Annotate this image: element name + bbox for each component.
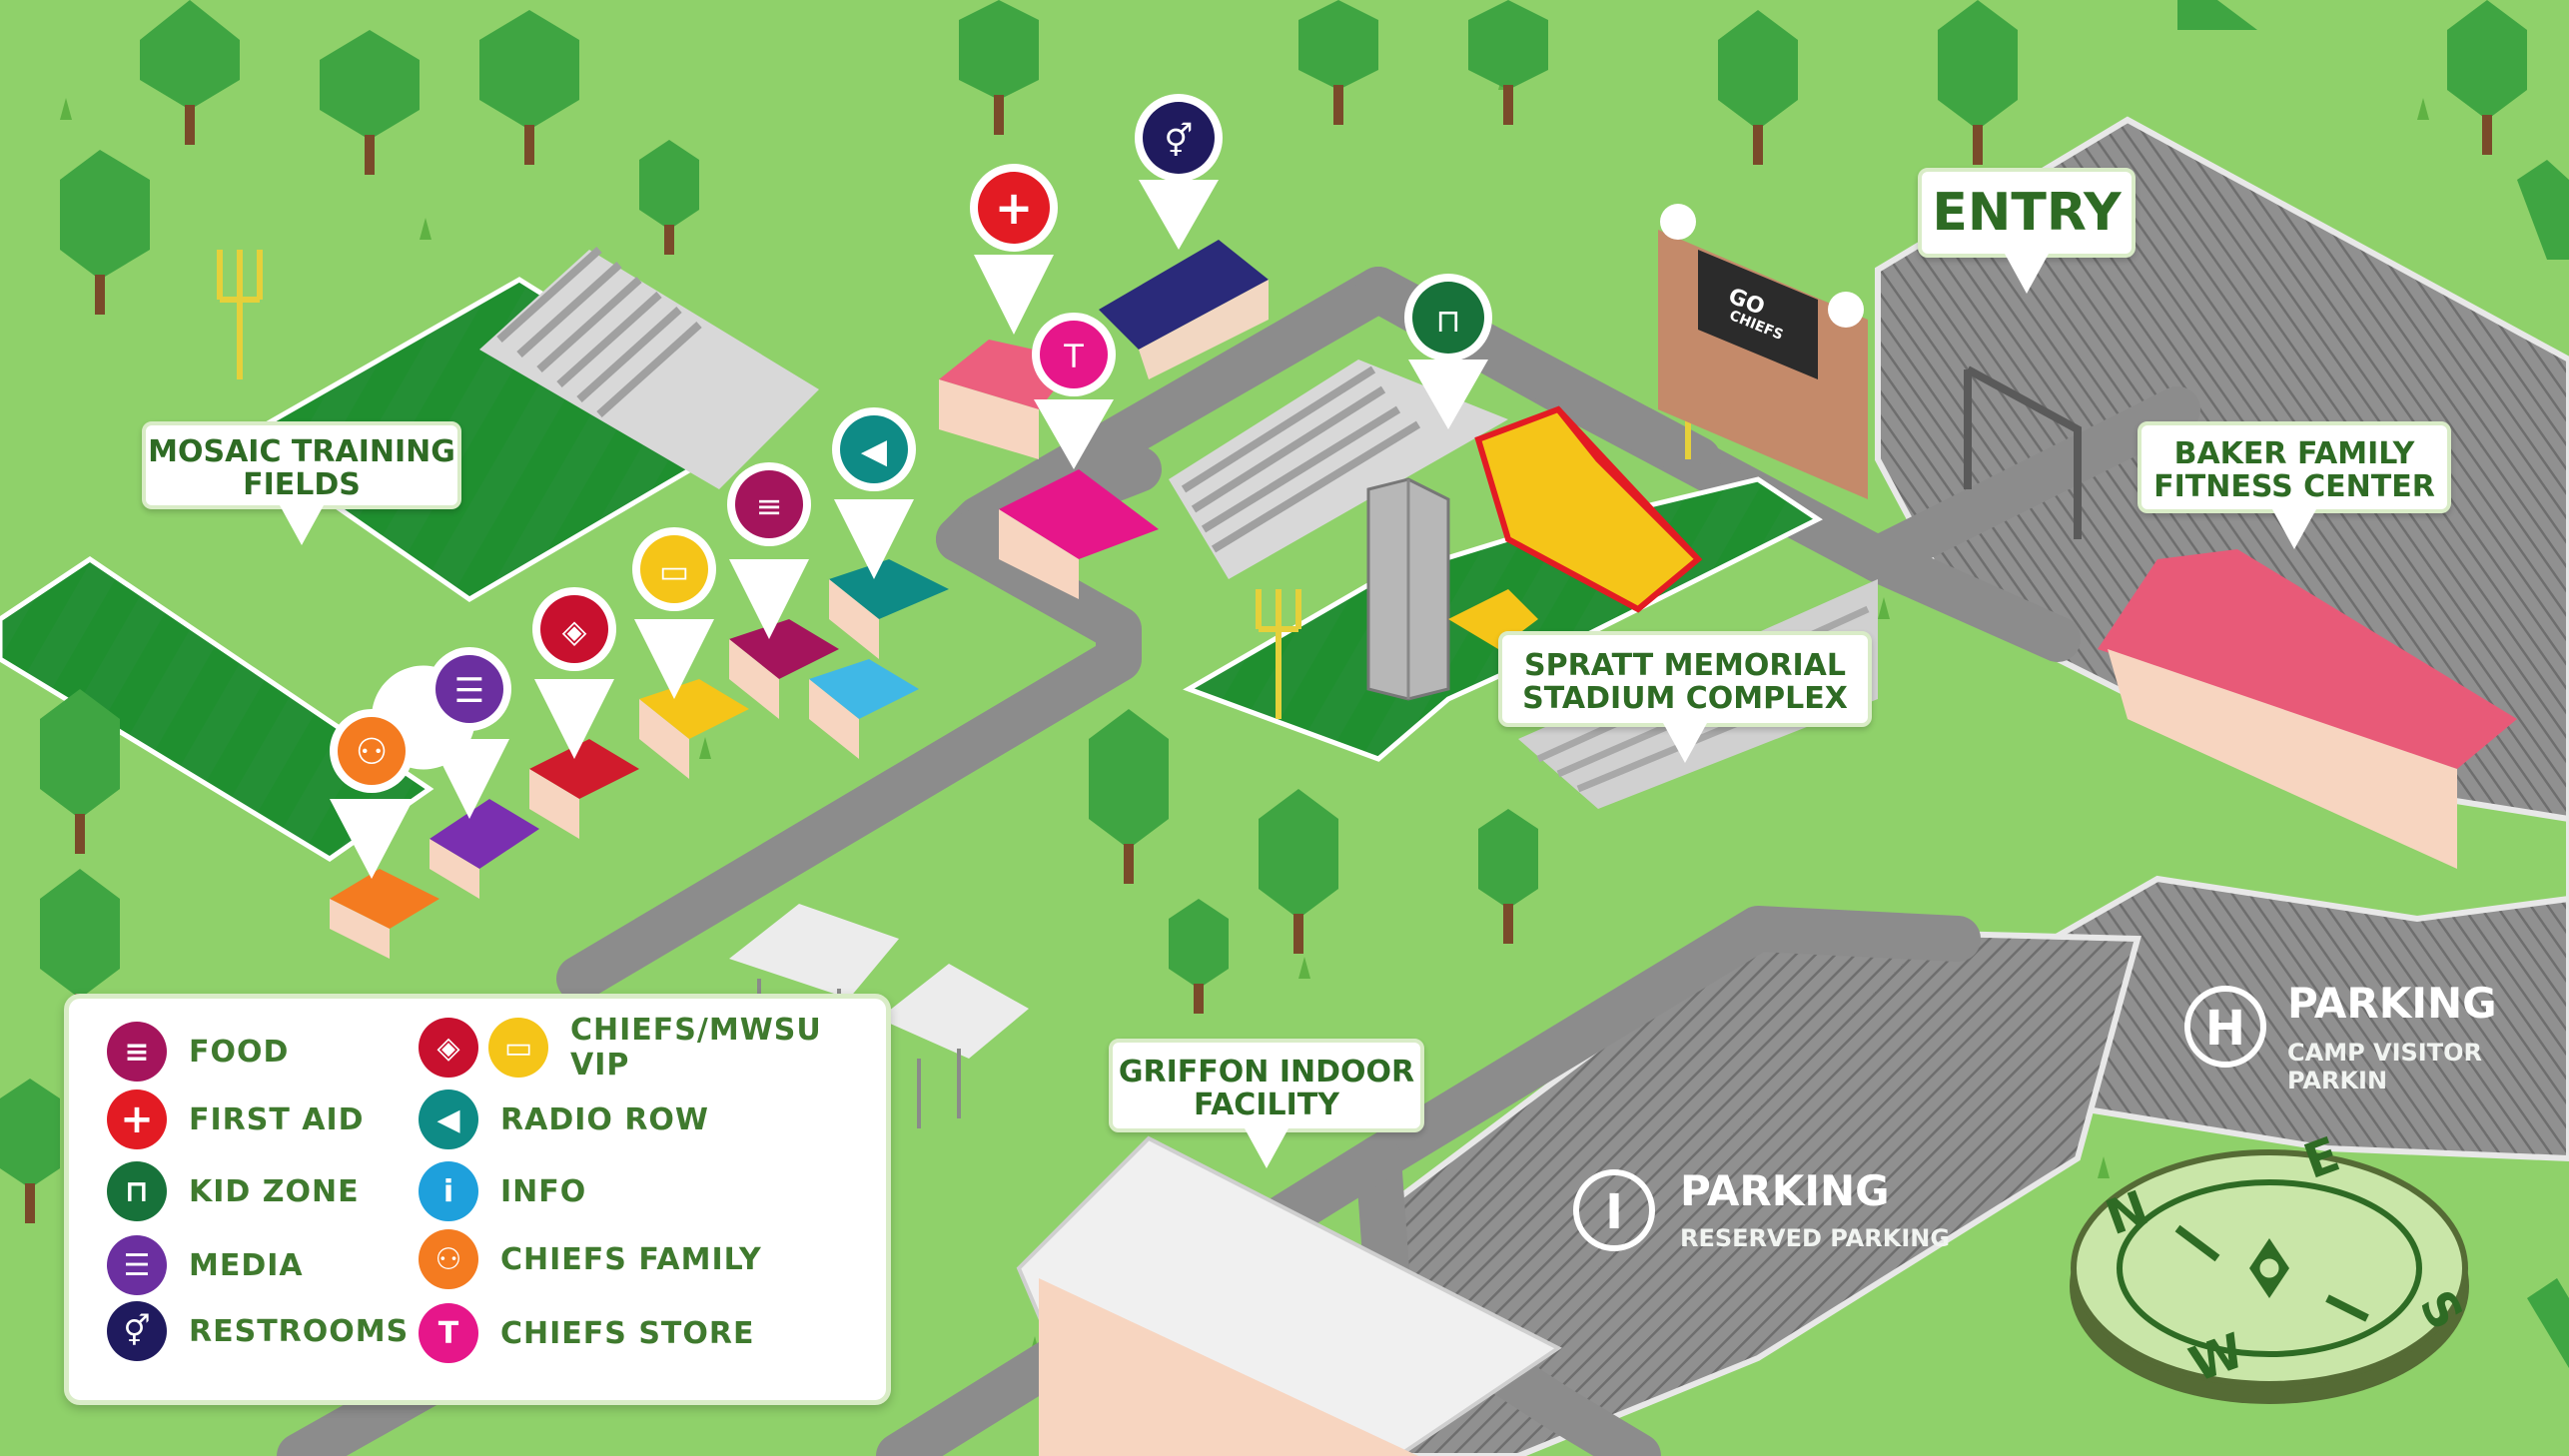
parking-i-marker: I bbox=[1573, 1169, 1655, 1251]
info-icon: i bbox=[419, 1161, 478, 1221]
parking-h-subtitle: CAMP VISITOR PARKIN bbox=[2287, 1039, 2482, 1094]
trees bbox=[0, 0, 2569, 1368]
pin-radio-row[interactable]: ◀ bbox=[832, 407, 916, 579]
legend-item-media[interactable]: ☰ MEDIA bbox=[107, 1234, 304, 1296]
legend-label-chiefs-vip: CHIEFS/MWSU VIP bbox=[570, 1013, 822, 1083]
label-entry[interactable]: ENTRY bbox=[1918, 168, 2136, 294]
legend-label-restrooms: RESTROOMS bbox=[189, 1313, 410, 1349]
ticket-icon: ◈ bbox=[419, 1018, 478, 1078]
speaker-icon: ◀ bbox=[419, 1090, 478, 1149]
parking-i-letter: I bbox=[1605, 1184, 1623, 1240]
speech-bubble-icon: ☰ bbox=[107, 1235, 167, 1295]
pin-kid-zone[interactable]: ⊓ bbox=[1404, 274, 1492, 429]
label-griffon-indoor-facility[interactable]: GRIFFON INDOOR FACILITY bbox=[1109, 1039, 1424, 1168]
label-mosaic-training-fields[interactable]: MOSAIC TRAINING FIELDS bbox=[142, 421, 461, 545]
legend-label-radio-row: RADIO ROW bbox=[500, 1101, 710, 1137]
store-building bbox=[999, 469, 1159, 599]
restroom-icon: ⚥ bbox=[107, 1301, 167, 1361]
ticket-icon: ▭ bbox=[659, 552, 689, 590]
parking-h-title: PARKING bbox=[2287, 979, 2497, 1028]
map-legend: ≡ FOOD + FIRST AID ⊓ KID ZONE ☰ MEDIA ⚥ … bbox=[64, 994, 891, 1405]
bleachers-spratt bbox=[1169, 360, 1508, 579]
climbing-wall bbox=[1366, 477, 1450, 701]
legend-item-food[interactable]: ≡ FOOD bbox=[107, 1021, 289, 1083]
parking-i-subtitle: RESERVED PARKING bbox=[1680, 1224, 1951, 1252]
legend-label-kid-zone: KID ZONE bbox=[189, 1173, 360, 1209]
legend-label-media: MEDIA bbox=[189, 1247, 304, 1283]
family-icon: ⚇ bbox=[419, 1229, 478, 1289]
legend-item-radio-row[interactable]: ◀ RADIO ROW bbox=[419, 1089, 709, 1150]
legend-item-first-aid[interactable]: + FIRST AID bbox=[107, 1089, 365, 1150]
legend-item-chiefs-family[interactable]: ⚇ CHIEFS FAMILY bbox=[419, 1228, 762, 1290]
food-icon: ≡ bbox=[107, 1022, 167, 1082]
baker-fitness-center-building bbox=[2098, 549, 2517, 869]
legend-item-kid-zone[interactable]: ⊓ KID ZONE bbox=[107, 1160, 360, 1222]
entry-gate bbox=[1964, 365, 2082, 539]
legend-label-info: INFO bbox=[500, 1173, 587, 1209]
vendor-tents bbox=[330, 559, 949, 959]
restroom-icon: ⚥ bbox=[1165, 122, 1194, 160]
speaker-icon: ◀ bbox=[861, 431, 888, 471]
pin-media[interactable]: ☰ bbox=[428, 647, 511, 819]
pin-restrooms[interactable]: ⚥ bbox=[1135, 94, 1223, 250]
first-aid-icon: + bbox=[107, 1090, 167, 1149]
restroom-building bbox=[1099, 240, 1269, 379]
legend-item-restrooms[interactable]: ⚥ RESTROOMS bbox=[107, 1300, 409, 1362]
ticket-icon: ◈ bbox=[562, 612, 587, 650]
legend-label-chiefs-family: CHIEFS FAMILY bbox=[500, 1241, 762, 1277]
swing-icon: ⊓ bbox=[1436, 302, 1461, 340]
speech-bubble-icon: ☰ bbox=[454, 671, 484, 711]
pin-chiefs-store[interactable]: T bbox=[1032, 313, 1116, 469]
first-aid-icon: + bbox=[995, 181, 1034, 235]
tshirt-icon: T bbox=[419, 1303, 478, 1363]
griffon-indoor-facility-building bbox=[1016, 1135, 1562, 1456]
legend-label-chiefs-store: CHIEFS STORE bbox=[500, 1315, 755, 1351]
pin-chiefs-vip-yellow[interactable]: ▭ bbox=[632, 527, 716, 699]
label-baker-family-fitness-center[interactable]: BAKER FAMILY FITNESS CENTER bbox=[2138, 421, 2451, 549]
label-spratt-memorial-stadium-complex[interactable]: SPRATT MEMORIAL STADIUM COMPLEX bbox=[1498, 631, 1872, 763]
parking-h-letter: H bbox=[2205, 1001, 2245, 1057]
legend-item-chiefs-store[interactable]: T CHIEFS STORE bbox=[419, 1302, 755, 1364]
food-icon: ≡ bbox=[756, 487, 783, 525]
family-icon: ⚇ bbox=[356, 732, 388, 773]
inflatable-slide bbox=[1474, 405, 1703, 613]
ticket-icon: ▭ bbox=[488, 1018, 548, 1078]
legend-label-first-aid: FIRST AID bbox=[189, 1101, 365, 1137]
pin-chiefs-vip-red[interactable]: ◈ bbox=[532, 587, 616, 759]
pin-food[interactable]: ≡ bbox=[727, 462, 811, 639]
parking-i-title: PARKING bbox=[1680, 1166, 1890, 1215]
legend-item-chiefs-vip[interactable]: ◈ ▭ CHIEFS/MWSU VIP bbox=[419, 1013, 886, 1083]
bleachers-mosaic bbox=[479, 247, 819, 489]
parking-h-marker: H bbox=[2184, 986, 2266, 1068]
stadium-scoreboard bbox=[1658, 204, 1868, 499]
legend-label-food: FOOD bbox=[189, 1034, 290, 1070]
compass-rose: N E S W bbox=[2070, 1126, 2474, 1404]
legend-item-info[interactable]: i INFO bbox=[419, 1160, 586, 1222]
swing-icon: ⊓ bbox=[107, 1161, 167, 1221]
pin-first-aid[interactable]: + bbox=[970, 164, 1058, 335]
tshirt-icon: T bbox=[1063, 338, 1084, 375]
